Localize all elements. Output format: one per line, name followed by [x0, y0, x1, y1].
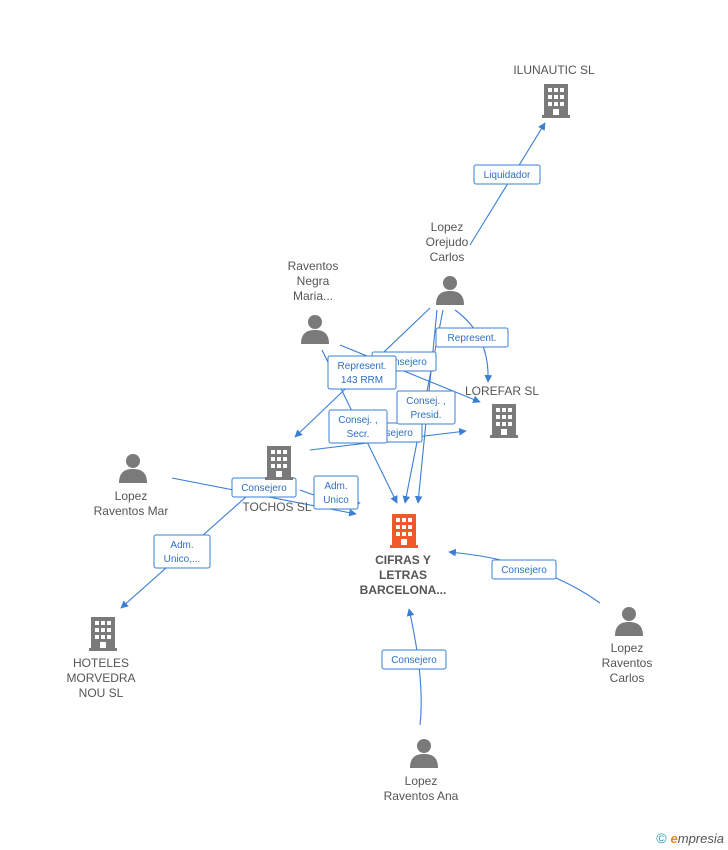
- svg-text:Consejero: Consejero: [391, 655, 437, 666]
- svg-text:Consejero: Consejero: [501, 565, 547, 576]
- svg-text:Lopez: Lopez: [431, 220, 464, 234]
- person-icon: [119, 454, 147, 483]
- edge-label-consejero-carlos[interactable]: Consejero: [491, 559, 557, 580]
- edge-label-consej-secr[interactable]: Consej. , Secr.: [328, 409, 388, 444]
- svg-text:Raventos: Raventos: [288, 259, 339, 273]
- svg-text:Lopez: Lopez: [611, 641, 644, 655]
- svg-text:Carlos: Carlos: [610, 671, 645, 685]
- node-lopez-raventos-mar[interactable]: Lopez Raventos Mar: [94, 454, 169, 518]
- svg-text:Unico,...: Unico,...: [164, 554, 201, 565]
- person-icon: [410, 739, 438, 768]
- svg-text:Presid.: Presid.: [410, 410, 441, 421]
- edge-label-liquidador[interactable]: Liquidador: [473, 164, 541, 185]
- svg-text:Unico: Unico: [323, 495, 349, 506]
- node-lorefar[interactable]: LOREFAR SL: [465, 384, 539, 438]
- svg-text:Represent.: Represent.: [338, 361, 387, 372]
- copyright-icon: ©: [656, 830, 667, 846]
- svg-text:Adm.: Adm.: [324, 481, 347, 492]
- edge-label-adm-unico-hoteles[interactable]: Adm. Unico,...: [153, 534, 211, 569]
- svg-text:BARCELONA...: BARCELONA...: [360, 583, 447, 597]
- person-icon: [615, 607, 643, 636]
- svg-text:ILUNAUTIC SL: ILUNAUTIC SL: [513, 63, 595, 77]
- building-icon: [542, 84, 570, 118]
- edge-label-represent-143[interactable]: Represent. 143 RRM: [327, 355, 397, 390]
- building-icon: [490, 404, 518, 438]
- svg-text:Represent.: Represent.: [448, 333, 497, 344]
- svg-text:Negra: Negra: [297, 274, 330, 288]
- edge-negra-lorefar: [339, 344, 481, 403]
- edge-label-consejero-mar[interactable]: Consejero: [231, 477, 297, 498]
- svg-text:143 RRM: 143 RRM: [341, 375, 383, 386]
- edge-label-adm-unico-tochos[interactable]: Adm. Unico: [313, 475, 359, 510]
- node-ilunautic[interactable]: ILUNAUTIC SL: [513, 63, 595, 118]
- svg-text:Consejero: Consejero: [241, 483, 287, 494]
- svg-text:NOU SL: NOU SL: [79, 686, 124, 700]
- svg-text:Secr.: Secr.: [347, 429, 370, 440]
- node-hoteles-morvedra[interactable]: HOTELES MORVEDRA NOU SL: [66, 617, 136, 700]
- edge-label-consej-presid[interactable]: Consej. , Presid.: [396, 390, 456, 425]
- svg-text:LOREFAR SL: LOREFAR SL: [465, 384, 539, 398]
- svg-text:Adm.: Adm.: [170, 540, 193, 551]
- building-icon: [390, 514, 418, 548]
- svg-text:Maria...: Maria...: [293, 289, 333, 303]
- nodes: ILUNAUTIC SL Lopez Orejudo Carlos Ravent…: [66, 63, 652, 803]
- svg-text:Raventos Ana: Raventos Ana: [384, 789, 459, 803]
- brand-logo[interactable]: empresia: [670, 830, 724, 846]
- svg-text:Raventos: Raventos: [602, 656, 653, 670]
- edge-label-consejero-ana[interactable]: Consejero: [381, 649, 447, 670]
- building-icon: [265, 446, 293, 480]
- node-lopez-raventos-ana[interactable]: Lopez Raventos Ana: [384, 739, 459, 803]
- svg-text:Carlos: Carlos: [430, 250, 465, 264]
- svg-text:Liquidador: Liquidador: [484, 170, 531, 181]
- person-icon: [301, 315, 329, 344]
- svg-text:HOTELES: HOTELES: [73, 656, 129, 670]
- svg-text:TOCHOS SL: TOCHOS SL: [242, 500, 311, 514]
- svg-text:Consej. ,: Consej. ,: [338, 415, 377, 426]
- footer-brand: © empresia: [656, 830, 724, 846]
- building-icon: [89, 617, 117, 651]
- svg-text:Lopez: Lopez: [115, 489, 148, 503]
- node-cifras-y-letras[interactable]: CIFRAS Y LETRAS BARCELONA...: [360, 514, 447, 597]
- svg-text:Consejero: Consejero: [381, 357, 427, 368]
- svg-text:Consejero: Consejero: [367, 428, 413, 439]
- svg-text:LETRAS: LETRAS: [379, 568, 427, 582]
- person-icon: [436, 276, 464, 305]
- svg-text:Lopez: Lopez: [405, 774, 438, 788]
- svg-text:CIFRAS Y: CIFRAS Y: [375, 553, 431, 567]
- edge-label-represent-lorefar[interactable]: Represent.: [435, 327, 509, 348]
- node-lopez-raventos-carlos[interactable]: Lopez Raventos Carlos: [602, 607, 653, 685]
- node-raventos-negra-maria[interactable]: Raventos Negra Maria...: [288, 259, 339, 344]
- svg-text:Consej. ,: Consej. ,: [406, 396, 445, 407]
- edge-ana-cifras: [406, 608, 422, 726]
- node-tochos[interactable]: TOCHOS SL: [242, 446, 312, 514]
- svg-text:MORVEDRA: MORVEDRA: [66, 671, 135, 685]
- svg-text:Raventos Mar: Raventos Mar: [94, 504, 169, 518]
- edge-labels: Liquidador Represent. Consejero Represen…: [153, 164, 557, 670]
- svg-text:Orejudo: Orejudo: [426, 235, 469, 249]
- node-lopez-orejudo-carlos[interactable]: Lopez Orejudo Carlos: [426, 220, 469, 305]
